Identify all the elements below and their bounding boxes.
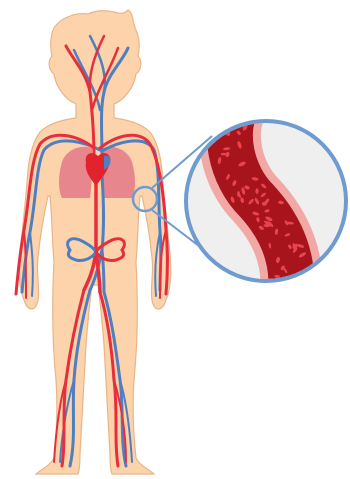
blood-cell [244,107,252,114]
blood-cell [237,97,243,102]
blood-cell [215,107,219,113]
blood-cell [244,98,252,103]
blood-cell [222,112,229,118]
blood-cell [218,108,226,112]
blood-cell [224,107,229,113]
blood-cell [243,114,250,120]
blood-cell [221,113,229,119]
blood-cell [245,99,253,104]
blood-cell [226,106,235,113]
blood-cell [231,102,237,105]
blood-cell [211,114,219,121]
blood-cell [221,153,226,156]
blood-cell [219,114,222,120]
blood-cell [281,286,288,292]
blood-cell [293,285,297,291]
blood-cell [289,279,294,286]
blood-cell [222,109,229,113]
